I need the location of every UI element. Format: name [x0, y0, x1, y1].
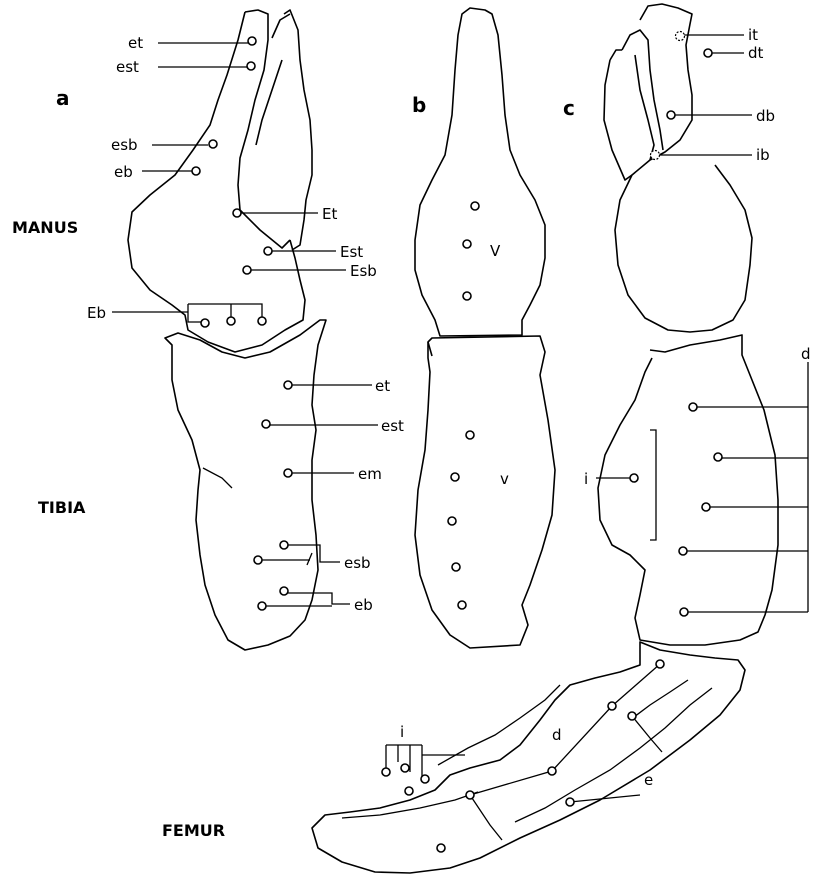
trichobothrium-femur-d-2: [466, 791, 474, 799]
trichobothrium-femur-i-1: [382, 768, 390, 776]
trichobothrium-v-2: [451, 473, 459, 481]
label-femur-d: d: [552, 726, 562, 744]
trichobothrium-d-4: [679, 547, 687, 555]
label-a-tibia-esb: esb: [344, 554, 371, 572]
label-a-et: et: [128, 34, 143, 52]
panel-label-c: c: [563, 96, 575, 120]
trichobothrium-tibia-esb-2: [254, 556, 262, 564]
trichobothrium-Eb-1: [201, 319, 209, 327]
label-femur-i: i: [400, 723, 404, 741]
label-a-tibia-em: em: [358, 465, 382, 483]
trichobothrium-tibia-eb-2: [258, 602, 266, 610]
trichobothrium-femur-d-3: [548, 767, 556, 775]
panel-b-tibia: [415, 336, 555, 648]
trichobothrium-femur-e-2: [566, 798, 574, 806]
trichobothria-femur: [382, 660, 664, 852]
label-c-d: d: [801, 345, 811, 363]
trichobothria-panel-a: [192, 37, 292, 610]
labels-panel-a: et est esb eb Et Est Esb Eb et est em es…: [87, 34, 404, 614]
trichobothrium-femur-i-4: [405, 787, 413, 795]
trichobothrium-tibia-est: [262, 420, 270, 428]
trichobothrium-et: [248, 37, 256, 45]
label-c-dt: dt: [748, 44, 764, 62]
leader-lines: [112, 35, 808, 840]
trichobothrium-it: [676, 32, 685, 41]
segment-label-femur: FEMUR: [162, 821, 225, 840]
panel-label-b: b: [412, 93, 426, 117]
label-c-i: i: [584, 470, 588, 488]
panel-a-tibia: [165, 320, 326, 650]
trichobothrium-femur-e-1: [628, 712, 636, 720]
trichobothrium-V-1: [471, 202, 479, 210]
trichobothrium-est: [247, 62, 255, 70]
label-a-tibia-est: est: [381, 417, 404, 435]
label-a-Eb: Eb: [87, 304, 106, 322]
labels-panel-b: V v: [490, 242, 509, 488]
label-a-tibia-et: et: [375, 377, 390, 395]
trichobothrium-v-5: [458, 601, 466, 609]
segment-label-manus: MANUS: [12, 218, 78, 237]
panel-c-tibia: [598, 335, 778, 645]
trichobothrium-dt: [704, 49, 712, 57]
label-c-db: db: [756, 107, 775, 125]
trichobothrium-V-2: [463, 240, 471, 248]
label-a-est: est: [116, 58, 139, 76]
trichobothrium-v-4: [452, 563, 460, 571]
trichobothrium-d-2: [714, 453, 722, 461]
label-a-esb: esb: [111, 136, 138, 154]
label-a-eb: eb: [114, 163, 133, 181]
trichobothrium-v-1: [466, 431, 474, 439]
trichobothrium-v-3: [448, 517, 456, 525]
label-a-Est: Est: [340, 243, 363, 261]
trichobothrium-Eb-2: [227, 317, 235, 325]
panel-label-a: a: [56, 86, 70, 110]
label-b-v: v: [500, 470, 509, 488]
trichobothrium-Esb: [243, 266, 251, 274]
trichobothrium-femur-d-5: [656, 660, 664, 668]
trichobothrium-tibia-em: [284, 469, 292, 477]
trichobothrium-tibia-eb-1: [280, 587, 288, 595]
label-a-tibia-eb: eb: [354, 596, 373, 614]
trichobothrium-tibia-et: [284, 381, 292, 389]
trichobothrium-femur-i-3: [421, 775, 429, 783]
trichobothrium-d-1: [689, 403, 697, 411]
segment-label-tibia: TIBIA: [38, 498, 86, 517]
trichobothrium-i: [630, 474, 638, 482]
trichobothrium-Est: [264, 247, 272, 255]
trichobothrium-Et: [233, 209, 241, 217]
trichobothrium-V-3: [463, 292, 471, 300]
label-c-it: it: [748, 26, 758, 44]
trichobothria-panel-b: [448, 202, 479, 609]
trichobothrium-db: [667, 111, 675, 119]
trichobothria-panel-c: [630, 32, 722, 617]
trichobothrium-d-3: [702, 503, 710, 511]
trichobothrium-femur-d-1: [437, 844, 445, 852]
femur-outline: [312, 642, 745, 873]
panel-a-manus: [128, 10, 312, 352]
label-femur-e: e: [644, 771, 653, 789]
label-c-ib: ib: [756, 146, 770, 164]
trichobothrium-ib: [651, 151, 660, 160]
trichobothrium-femur-i-2: [401, 764, 409, 772]
label-a-Esb: Esb: [350, 262, 377, 280]
trichobothrium-Eb-3: [258, 317, 266, 325]
trichobothrium-femur-d-4: [608, 702, 616, 710]
trichobothrium-d-5: [680, 608, 688, 616]
trichobothrium-esb: [209, 140, 217, 148]
trichobothrium-tibia-esb-1: [280, 541, 288, 549]
trichobothrium-eb: [192, 167, 200, 175]
label-b-V: V: [490, 242, 501, 260]
panel-b-manus: [415, 8, 545, 336]
label-a-Et: Et: [322, 205, 337, 223]
